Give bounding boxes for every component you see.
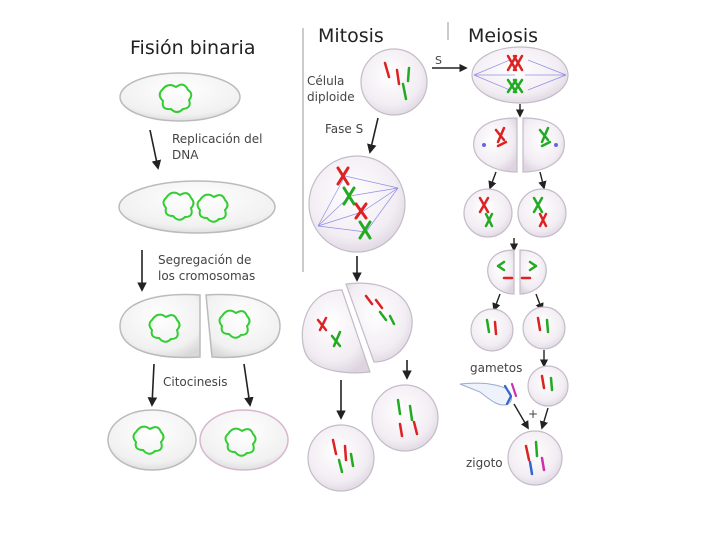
bacterial-dna [132, 425, 165, 455]
mitosis-metaphase-cell [308, 155, 406, 253]
arrow-sperm-to-zygote [513, 403, 529, 430]
bacterium-replicated [118, 180, 276, 234]
meiosis-metaphase-1-cell [471, 46, 569, 104]
mitosis-cytokinesis-cell [301, 282, 413, 374]
bacterium-daughter-left [107, 409, 197, 471]
arrow-cytokinesis-left [147, 363, 158, 407]
bacterial-dna-copy-1 [162, 191, 195, 221]
label-segregation-line2: los cromosomas [158, 269, 255, 283]
gamete-cell-left [470, 308, 514, 352]
sperm-cell [459, 382, 518, 406]
bacterium-initial [119, 72, 241, 122]
bacterium-dividing [119, 293, 281, 359]
label-s-phase: Fase S [325, 122, 363, 136]
arrow-to-gamete-left [492, 293, 501, 312]
arrow-meiosis-2-right [538, 171, 547, 190]
mitosis-diploid-cell [360, 48, 428, 116]
bacterial-dna-left [148, 313, 181, 343]
title-meiosis: Meiosis [468, 25, 538, 47]
label-dna-replication-line1: Replicación del [172, 132, 262, 146]
label-dna-replication-line2: DNA [172, 148, 199, 162]
label-zygote: zigoto [466, 456, 503, 470]
bacterial-dna-copy-2 [196, 193, 229, 223]
title-mitosis: Mitosis [318, 25, 384, 47]
label-gametes: gametos [470, 361, 522, 375]
label-diploid-cell-line1: Célula [307, 74, 344, 88]
arrow-cytokinesis-right [243, 363, 254, 407]
bacterial-dna [224, 427, 257, 457]
bacterial-dna-right [218, 309, 251, 339]
meiosis-2-cell-left [463, 188, 513, 238]
label-diploid-cell-line2: diploide [307, 90, 355, 104]
title-binary-fission: Fisión binaria [130, 37, 255, 59]
spindle-fibers [317, 175, 399, 233]
arrow-s-phase [367, 117, 379, 154]
meiosis-2-division-cell [487, 249, 547, 295]
mitosis-daughter-left [307, 424, 375, 492]
arrow-egg-to-zygote [539, 407, 549, 430]
bacterium-daughter-right [199, 409, 289, 471]
bacterial-dna [158, 83, 193, 113]
label-s-arrow: S [435, 54, 442, 67]
mitosis-daughter-right [371, 384, 439, 452]
egg-cell [527, 365, 569, 407]
arrow-replication [149, 129, 162, 170]
meiosis-1-division-cell [473, 117, 565, 173]
label-plus: + [528, 407, 538, 421]
zygote-cell [507, 430, 563, 486]
arrow-meiosis-2-left [488, 171, 497, 190]
label-segregation-line1: Segregación de [158, 253, 251, 267]
meiosis-2-cell-right [517, 188, 567, 238]
gamete-cell-right [522, 306, 566, 350]
label-cytokinesis: Citocinesis [163, 375, 228, 389]
